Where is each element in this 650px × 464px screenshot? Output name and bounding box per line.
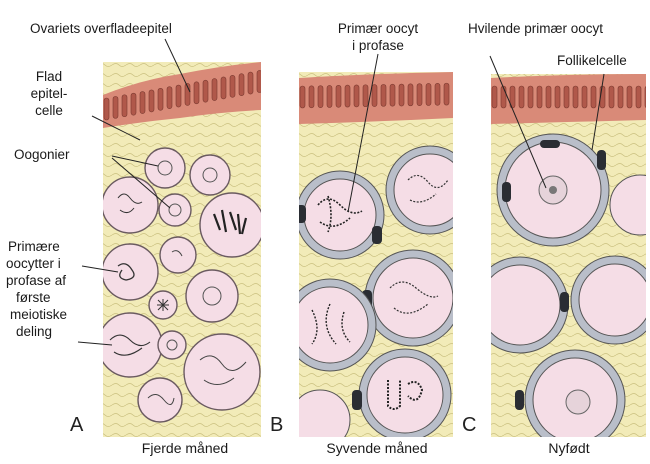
epithelial-nucleus [381, 84, 386, 106]
epithelial-nucleus [230, 75, 235, 97]
epithelial-nucleus [501, 86, 506, 108]
label-flat-epithelial-cell: Flad epitel- celle [18, 68, 80, 119]
label-line: profase af [6, 272, 86, 289]
epithelial-nucleus [435, 83, 440, 105]
panel-a-oogonium [149, 291, 177, 319]
panel-a-oogonium [160, 237, 196, 273]
panel-a-caption: Fjerde måned [100, 440, 270, 456]
label-oogonia: Oogonier [14, 146, 70, 163]
epithelial-nucleus [627, 86, 632, 108]
epithelial-nucleus [203, 80, 208, 102]
epithelial-nucleus [158, 88, 163, 110]
epithelial-nucleus [609, 86, 614, 108]
label-line: celle [18, 102, 80, 119]
epithelial-nucleus [426, 83, 431, 105]
panel-a-primary-oocyte [102, 177, 158, 233]
panel-a-oogonium [190, 155, 230, 195]
panel-a-primary-oocyte [186, 270, 238, 322]
label-primary-oocytes: Primære oocytter i profase af første mei… [6, 238, 86, 340]
epithelial-nucleus [555, 86, 560, 108]
epithelial-nucleus [248, 72, 253, 94]
epithelial-nucleus [257, 70, 262, 92]
epithelial-nucleus [167, 87, 172, 109]
epithelial-nucleus [591, 86, 596, 108]
epithelial-nucleus [618, 86, 623, 108]
epithelial-nucleus [444, 83, 449, 105]
label-follicle-cell: Follikelcelle [557, 52, 627, 69]
panel-c-letter: C [462, 414, 476, 437]
epithelial-nucleus [582, 86, 587, 108]
epithelial-nucleus [113, 96, 118, 118]
panel-a-primary-oocyte [102, 244, 158, 300]
panel-a-oogonium [159, 194, 191, 226]
epithelial-nucleus [390, 84, 395, 106]
panel-a-tissue [98, 62, 264, 437]
epithelial-nucleus [140, 92, 145, 114]
epithelial-nucleus [212, 79, 217, 101]
label-line: Flad [18, 68, 80, 85]
epithelial-nucleus [131, 93, 136, 115]
panel-c-caption: Nyfødt [484, 440, 650, 456]
panel-a-primary-oocyte [184, 334, 260, 410]
epithelial-nucleus [122, 95, 127, 117]
epithelial-nucleus [492, 86, 497, 108]
epithelial-nucleus [399, 84, 404, 106]
label-line: deling [6, 323, 86, 340]
panel-c-tissue [472, 74, 650, 450]
epithelial-nucleus [309, 86, 314, 108]
epithelial-nucleus [176, 85, 181, 107]
epithelial-nucleus [372, 85, 377, 107]
epithelial-nucleus [239, 74, 244, 96]
epithelial-nucleus [336, 85, 341, 107]
epithelial-nucleus [327, 85, 332, 107]
label-line: epitel- [18, 85, 80, 102]
panel-b-follicle [386, 146, 474, 234]
epithelial-nucleus [573, 86, 578, 108]
panel-a-oogonium [145, 148, 185, 188]
panel-b-tissue [284, 72, 474, 450]
label-primary-oocyte-prophase: Primær oocyt i profase [318, 20, 438, 54]
epithelial-nucleus [354, 85, 359, 107]
panel-b-follicle [284, 279, 376, 371]
label-resting-primary-oocyte: Hvilende primær oocyt [468, 20, 603, 37]
epithelial-nucleus [564, 86, 569, 108]
panel-b-epithelial-nuclei [300, 83, 449, 108]
epithelial-nucleus [546, 86, 551, 108]
panel-c-follicle [472, 257, 569, 353]
epithelial-nucleus [537, 86, 542, 108]
epithelial-nucleus [149, 90, 154, 112]
panel-a-oogonium [158, 331, 186, 359]
label-line: Primære [6, 238, 86, 255]
epithelial-nucleus [318, 86, 323, 108]
epithelial-nucleus [104, 98, 109, 120]
label-line: meiotiske [6, 306, 86, 323]
epithelial-nucleus [528, 86, 533, 108]
epithelial-nucleus [417, 84, 422, 106]
epithelial-nucleus [221, 77, 226, 99]
label-line: oocytter i [6, 255, 86, 272]
epithelial-nucleus [645, 86, 650, 108]
epithelial-nucleus [345, 85, 350, 107]
panel-c-follicle [497, 134, 609, 246]
epithelial-nucleus [194, 82, 199, 104]
label-surface-epithelium: Ovariets overfladeepitel [30, 20, 172, 37]
panel-a-primary-oocyte [200, 193, 264, 257]
panel-b-letter: B [270, 414, 283, 437]
epithelial-nucleus [519, 86, 524, 108]
panel-b-follicle [296, 171, 384, 259]
label-line: i profase [318, 37, 438, 54]
epithelial-nucleus [300, 86, 305, 108]
epithelial-nucleus [408, 84, 413, 106]
panel-b-caption: Syvende måned [292, 440, 462, 456]
label-line: første [6, 289, 86, 306]
epithelial-nucleus [636, 86, 641, 108]
panel-a-letter: A [70, 414, 83, 437]
label-line: Primær oocyt [318, 20, 438, 37]
panel-a-primary-oocyte [138, 378, 182, 422]
epithelial-nucleus [363, 85, 368, 107]
